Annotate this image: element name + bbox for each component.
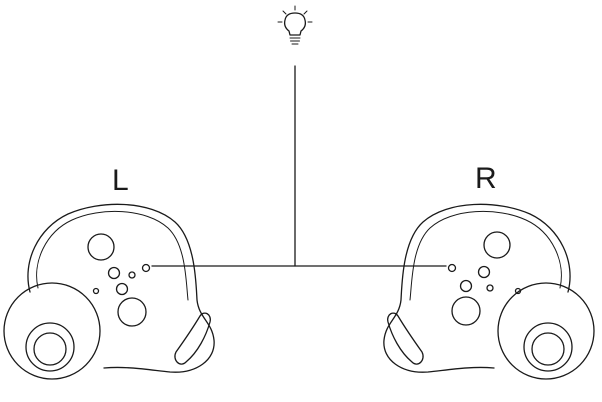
left-earbud-vent [174, 312, 211, 365]
left-earbud-indicator-light [141, 263, 151, 273]
right-earbud-touch-pad [451, 296, 481, 326]
right-earbud-indicator-light [447, 263, 457, 273]
right-label: R [475, 162, 497, 195]
left-label: L [112, 164, 129, 197]
right-earbud-sensor-large [483, 231, 511, 259]
right-earbud [383, 203, 595, 380]
left-earbud-body [27, 203, 215, 373]
left-earbud-sensor-mid [115, 282, 129, 296]
right-earbud-mic-hole [486, 284, 494, 292]
right-earbud-vent [387, 312, 424, 365]
left-ear-tip [3, 282, 101, 380]
callout-lines [151, 65, 447, 267]
right-earbud-sensor-small [477, 265, 491, 279]
left-earbud-sensor-large [87, 233, 115, 261]
left-earbud-mic-hole [128, 271, 136, 279]
right-earbud-inner-outline [409, 210, 562, 301]
right-earbud-sensor-mid [459, 279, 473, 293]
right-earbud-dot [514, 287, 522, 295]
lightbulb-icon [277, 5, 313, 45]
right-ear-tip [497, 282, 595, 380]
left-earbud-touch-pad [117, 297, 147, 327]
left-earbud-dot [92, 287, 100, 295]
left-earbud-sensor-small [107, 266, 121, 280]
left-earbud-inner-outline [36, 210, 189, 301]
left-earbud [3, 203, 215, 380]
right-earbud-body [383, 203, 571, 373]
